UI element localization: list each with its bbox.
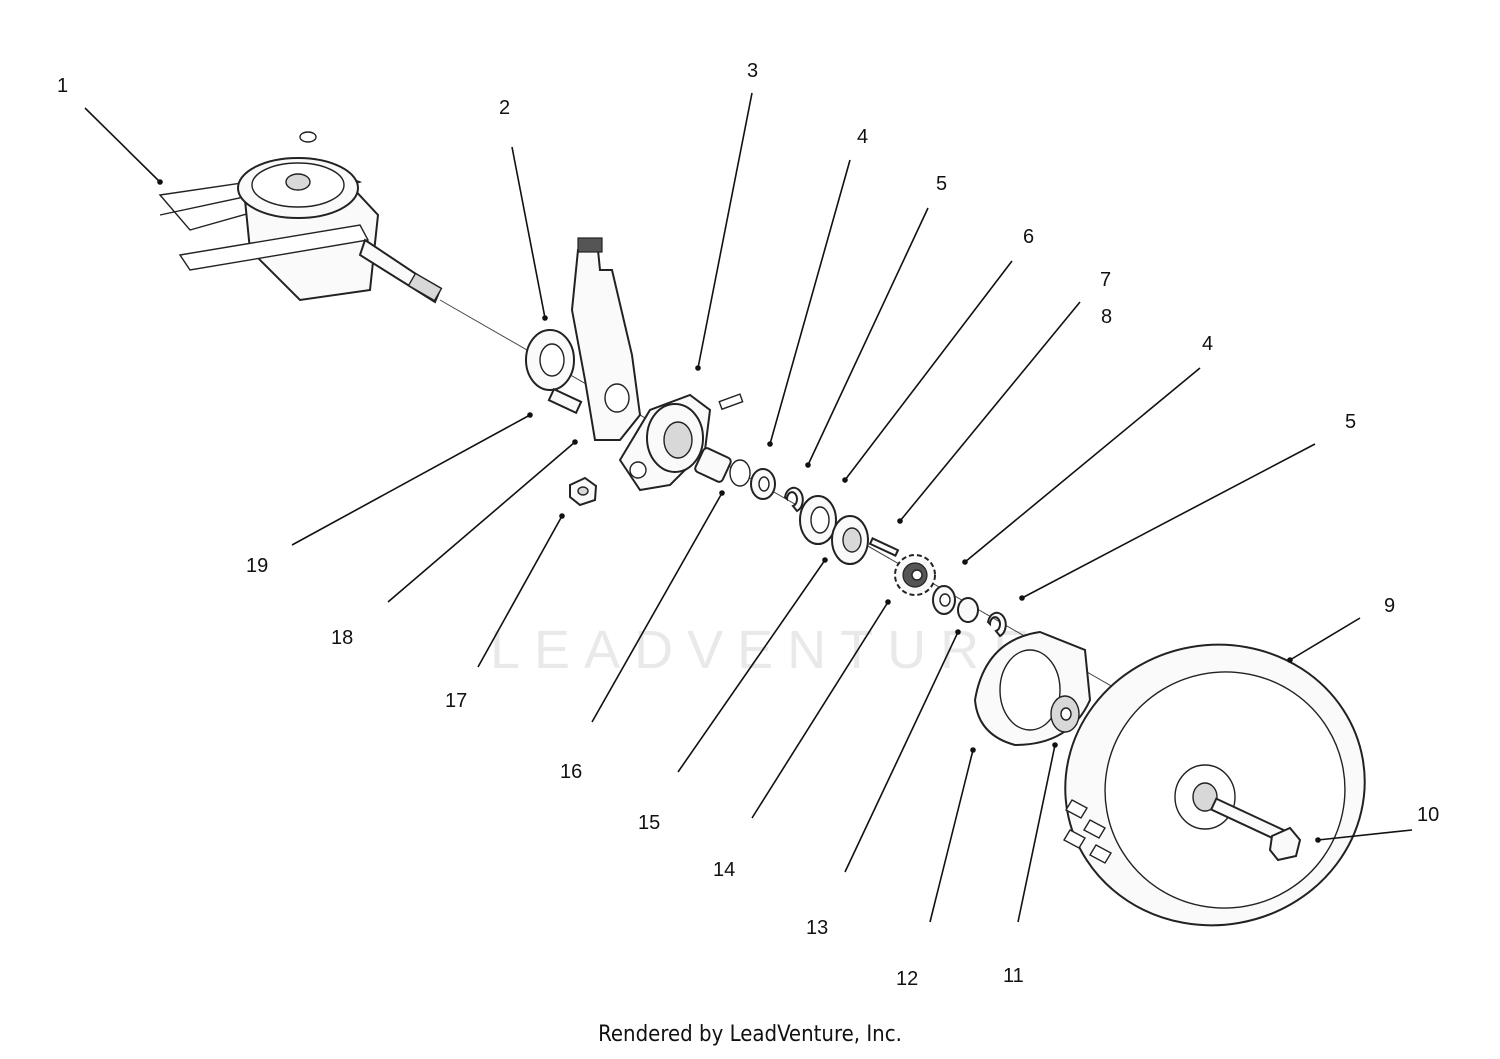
- callout-12: 12: [896, 968, 918, 990]
- callout-18: 18: [331, 627, 353, 649]
- callout-9: 9: [1384, 595, 1395, 617]
- callout-5: 5: [936, 173, 947, 195]
- render-credit: Rendered by LeadVenture, Inc.: [598, 1022, 902, 1047]
- callout-15: 15: [638, 812, 660, 834]
- callout-8: 8: [1101, 306, 1112, 328]
- bushing-16: [694, 447, 751, 487]
- washer-2: [525, 329, 575, 391]
- pinion-gear-14: [894, 554, 936, 596]
- bearing-housing-3: [618, 393, 744, 492]
- callout-4: 4: [857, 126, 868, 148]
- callout-10: 10: [1417, 804, 1439, 826]
- callout-4: 4: [1202, 333, 1213, 355]
- callout-17: 17: [445, 690, 467, 712]
- callout-16: 16: [560, 761, 582, 783]
- callout-1: 1: [57, 75, 68, 97]
- callout-19: 19: [246, 555, 268, 577]
- callout-2: 2: [499, 97, 510, 119]
- callout-6: 6: [1023, 226, 1034, 248]
- retaining-ring-5-lower: [986, 611, 1007, 638]
- callout-5: 5: [1345, 411, 1356, 433]
- callout-leaders: [84, 92, 1413, 923]
- washer-4-upper: [750, 468, 776, 500]
- washer-4-lower: [932, 585, 956, 615]
- nut-17: [569, 476, 598, 507]
- callout-13: 13: [806, 917, 828, 939]
- retaining-ring-5-upper: [783, 486, 804, 513]
- bolt-18: [547, 387, 583, 415]
- transmission-assembly: [158, 131, 443, 304]
- key-8: [868, 537, 900, 557]
- watermark-text: LEADVENTURE: [490, 620, 1043, 680]
- callout-7: 7: [1100, 269, 1111, 291]
- bearing-15: [831, 515, 869, 565]
- gear-cover-12: [973, 630, 1092, 747]
- wheel-bolt-10: [1209, 797, 1302, 862]
- bearing-race-6: [799, 495, 837, 545]
- spacer-13: [957, 597, 979, 623]
- callout-11: 11: [1003, 965, 1024, 987]
- height-adjust-lever: [570, 237, 642, 441]
- callout-3: 3: [747, 60, 758, 82]
- callout-labels: 1 2 3 4 5 6 7 8 4 5 9 10 11 12 13 14 15 …: [57, 60, 1439, 990]
- wheel-9: [1063, 643, 1366, 927]
- callout-14: 14: [713, 859, 735, 881]
